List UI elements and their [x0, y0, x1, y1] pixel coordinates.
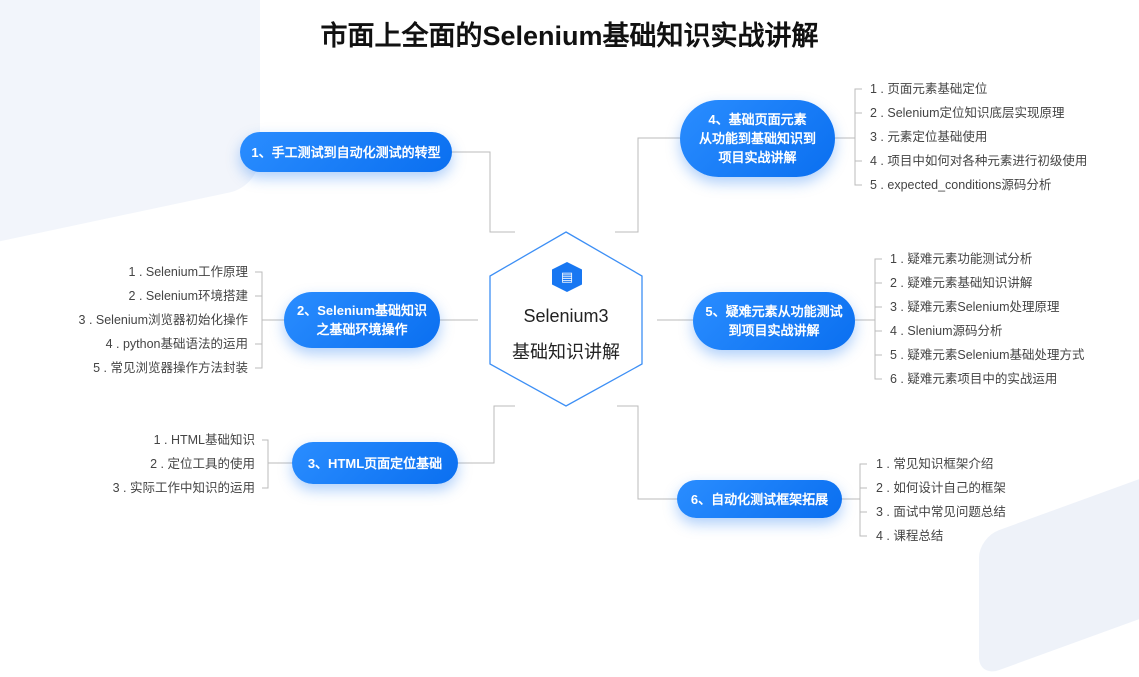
page-title: 市面上全面的Selenium基础知识实战讲解: [320, 21, 819, 51]
list-item: 5 . expected_conditions源码分析: [870, 178, 1052, 192]
center-title: Selenium3: [523, 306, 609, 326]
list-item: 3 . 实际工作中知识的运用: [112, 481, 255, 495]
center-hexagon: [489, 231, 643, 407]
list-item: 2 . Selenium环境搭建: [128, 289, 248, 303]
list-item: 4 . Slenium源码分析: [890, 324, 1003, 338]
list-item: 1 . HTML基础知识: [153, 433, 255, 447]
list-item: 2 . 定位工具的使用: [150, 457, 255, 471]
node-4[interactable]: 4、基础页面元素 从功能到基础知识到 项目实战讲解: [680, 100, 835, 177]
list-item: 5 . 常见浏览器操作方法封装: [93, 361, 248, 375]
node-5[interactable]: 5、疑难元素从功能测试 到项目实战讲解: [693, 292, 855, 350]
node-3[interactable]: 3、HTML页面定位基础: [292, 442, 458, 484]
list-item: 1 . 页面元素基础定位: [870, 82, 988, 96]
list-item: 1 . Selenium工作原理: [128, 265, 248, 279]
list-item: 1 . 疑难元素功能测试分析: [890, 252, 1033, 266]
node-6[interactable]: 6、自动化测试框架拓展: [677, 480, 842, 518]
list-item: 3 . 疑难元素Selenium处理原理: [890, 300, 1060, 314]
list-item: 6 . 疑难元素项目中的实战运用: [890, 372, 1058, 386]
list-item: 2 . Selenium定位知识底层实现原理: [870, 106, 1065, 120]
node-1[interactable]: 1、手工测试到自动化测试的转型: [240, 132, 452, 172]
document-icon: ▤: [552, 262, 582, 292]
list-item: 2 . 疑难元素基础知识讲解: [890, 276, 1033, 290]
list-item: 2 . 如何设计自己的框架: [876, 481, 1006, 495]
node-2[interactable]: 2、Selenium基础知识 之基础环境操作: [284, 292, 440, 348]
list-item: 1 . 常见知识框架介绍: [876, 457, 994, 471]
list-item: 4 . python基础语法的运用: [105, 337, 248, 351]
list-item: 4 . 项目中如何对各种元素进行初级使用: [870, 154, 1088, 168]
list-item: 3 . 元素定位基础使用: [870, 130, 988, 144]
list-item: 3 . 面试中常见问题总结: [876, 505, 1006, 519]
list-item: 4 . 课程总结: [876, 529, 944, 543]
list-item: 3 . Selenium浏览器初始化操作: [78, 313, 248, 327]
center-subtitle: 基础知识讲解: [512, 342, 620, 362]
connectors: [255, 88, 882, 537]
list-item: 5 . 疑难元素Selenium基础处理方式: [890, 348, 1085, 362]
